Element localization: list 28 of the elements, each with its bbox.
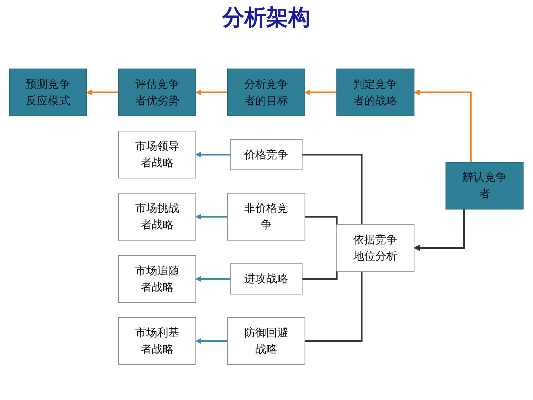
node-box: 非价格竞争 bbox=[227, 193, 306, 241]
arrow bbox=[86, 90, 120, 96]
node-box: 判定竞争者的战略 bbox=[336, 68, 415, 116]
node-box: 辨认竞争者 bbox=[446, 162, 524, 210]
arrow bbox=[414, 209, 466, 252]
arrow bbox=[196, 276, 232, 282]
connector bbox=[302, 154, 363, 225]
node-box: 分析竞争者的目标 bbox=[227, 68, 306, 116]
node-box: 市场领导者战略 bbox=[118, 131, 196, 179]
arrow bbox=[196, 338, 229, 344]
connector bbox=[305, 216, 338, 226]
node-box: 预测竞争反应模式 bbox=[9, 68, 88, 116]
connector bbox=[305, 272, 363, 342]
arrow bbox=[196, 214, 229, 220]
node-box: 市场追随者战略 bbox=[118, 255, 196, 303]
arrow bbox=[196, 152, 232, 158]
arrow bbox=[414, 90, 472, 162]
node-box: 评估竞争者优劣势 bbox=[118, 68, 196, 116]
node-box: 防御回避战略 bbox=[227, 318, 306, 366]
node-box: 依据竞争地位分析 bbox=[336, 224, 415, 272]
arrow bbox=[196, 90, 229, 96]
arrow bbox=[304, 90, 338, 96]
node-box: 市场利基者战略 bbox=[118, 318, 196, 366]
node-box: 进攻战略 bbox=[230, 264, 303, 295]
node-box: 价格竞争 bbox=[230, 139, 303, 170]
node-box: 市场挑战者战略 bbox=[118, 193, 196, 241]
diagram-title: 分析架构 bbox=[222, 5, 310, 33]
connector bbox=[302, 270, 338, 280]
